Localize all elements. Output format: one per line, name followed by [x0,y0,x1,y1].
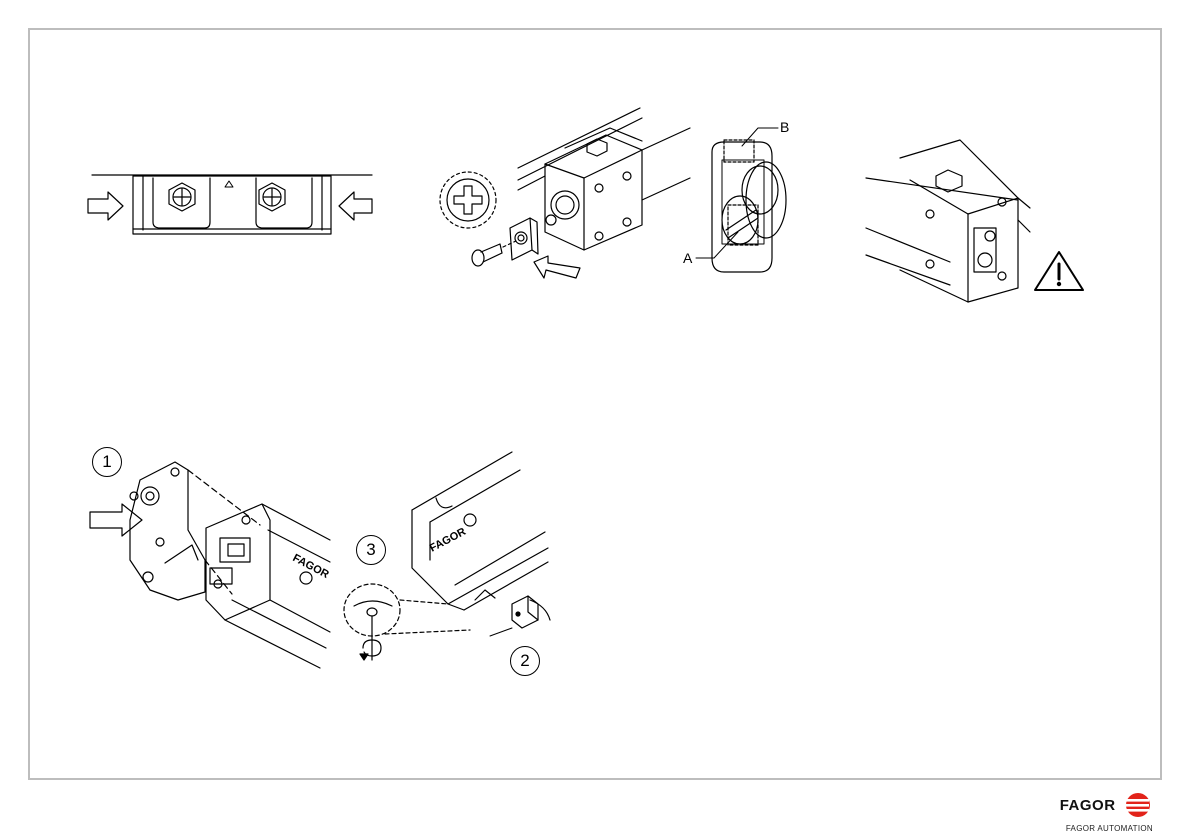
scale-body-end [518,108,690,250]
screw-head-icon [440,172,496,228]
scale-assembled [866,140,1030,302]
scale-brand-mark-1: FAGOR [291,552,331,581]
clamp-front-view [92,175,372,234]
mounting-bracket [130,462,260,600]
left-nut [169,183,195,211]
warning-icon [1035,252,1083,290]
rotate-icon [360,634,381,660]
label-b: B [780,120,789,134]
loose-screw [472,241,516,266]
scale-brand-mark-2: FAGOR [428,526,468,555]
arrow-left-icon [339,192,372,220]
brand-logo: FAGOR FAGOR AUTOMATION [1060,792,1153,833]
step-2-marker: 2 [510,646,540,676]
right-nut [259,183,285,211]
cover-plate [510,218,538,260]
label-a: A [683,251,692,265]
arrow-right-icon [88,192,123,220]
step-3-marker: 3 [356,535,386,565]
scale-profile-step3: FAGOR [412,452,548,610]
insert-arrow [90,504,142,536]
seal-detail [712,140,786,272]
brand-emblem-icon [1123,792,1153,818]
end-clip-part [490,596,550,636]
detail-circle [344,584,470,636]
push-arrow [534,256,580,278]
brand-name: FAGOR [1060,797,1116,814]
brand-subtitle: FAGOR AUTOMATION [1060,824,1153,833]
step-1-marker: 1 [92,447,122,477]
scale-profile-step1: FAGOR [206,504,331,668]
